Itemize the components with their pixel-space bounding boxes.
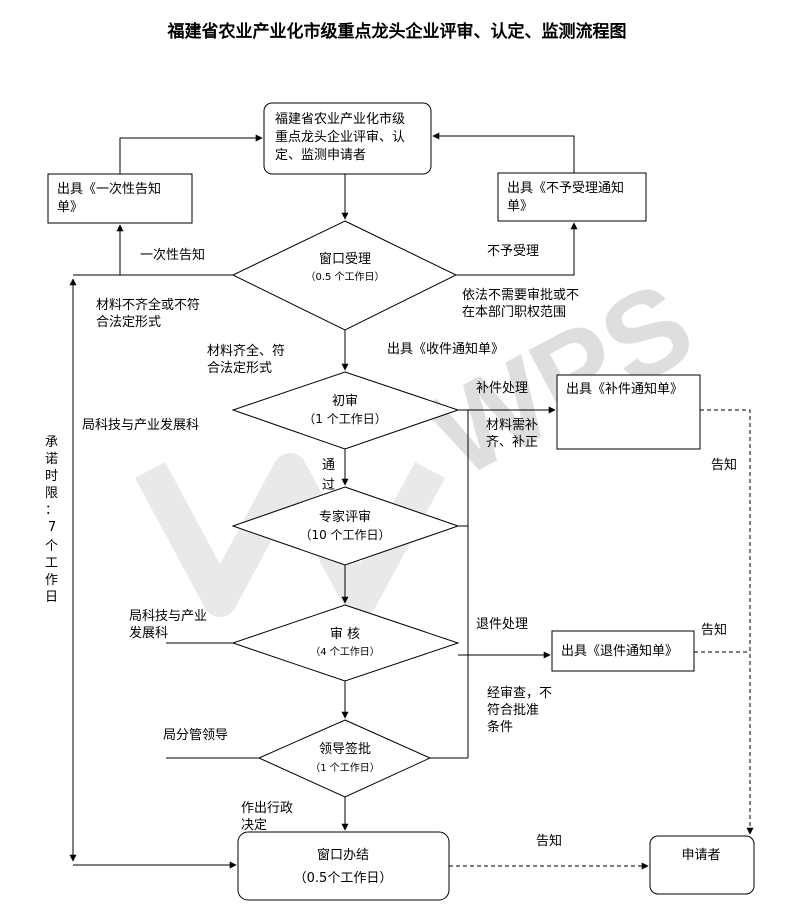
applicant-top-label: 福建省农业产业化市级 重点龙头企业评审、认 定、监测申请者	[275, 111, 409, 163]
audit-time: （4 个工作日）	[310, 646, 380, 658]
page-title: 福建省农业产业化市级重点龙头企业评审、认定、监测流程图	[167, 21, 627, 42]
return-notice-label: 出具《退件通知单》	[561, 643, 678, 659]
applicant-bottom-box	[649, 835, 755, 895]
label-make-decision: 作出行政 决定	[241, 801, 297, 833]
label-passed: 通 过	[322, 458, 339, 493]
notice-once-box	[47, 173, 193, 224]
arrow-accept-to-notice-reject	[456, 222, 578, 276]
label-dept-science-1: 局科技与产业发展科	[82, 417, 199, 433]
return-notice-box	[551, 630, 695, 672]
window-accept-label: 窗口受理	[319, 251, 371, 267]
label-inform-1: 告知	[711, 457, 737, 473]
label-promise-time: 承 诺 时 限 ： 7 个 工 作 日	[45, 435, 62, 605]
leader-sign-label: 领导签批	[319, 741, 371, 757]
expert-review-time: （10 个工作日）	[299, 528, 390, 542]
supplement-notice-label: 出具《补件通知单》	[566, 381, 683, 397]
first-review-label: 初审	[332, 394, 358, 409]
audit-label: 审 核	[330, 627, 360, 642]
label-materials-complete: 材料齐全、符 合法定形式	[207, 343, 289, 376]
label-not-required: 依法不需要审批或不 在本部门职权范围	[462, 288, 583, 320]
window-accept-time: （0.5 个工作日）	[305, 271, 384, 283]
label-return-process: 退件处理	[476, 617, 528, 632]
connectors	[69, 132, 754, 870]
label-need-supplement: 材料需补 齐、补正	[486, 418, 542, 450]
arrow-notice-once-to-applicant	[119, 134, 263, 174]
arrow-notice-reject-to-applicant	[432, 132, 575, 173]
label-not-meet: 经审查，不 符合批准 条件	[487, 686, 556, 735]
applicant-bottom-label: 申请者	[681, 848, 720, 863]
supplement-notice-box	[556, 374, 701, 450]
label-leader-in-charge: 局分管领导	[163, 728, 228, 743]
window-finish-label: 窗口办结	[317, 847, 369, 863]
label-supplement-process: 补件处理	[476, 381, 528, 396]
leader-sign-diamond	[257, 719, 432, 798]
leader-sign-time: （1 个工作日）	[310, 762, 380, 774]
expert-review-label: 专家评审	[319, 509, 371, 525]
label-materials-incomplete: 材料不齐全或不符 合法定形式	[96, 297, 204, 330]
notice-reject-box	[497, 172, 647, 222]
window-finish-time: （0.5个工作日）	[294, 871, 393, 886]
label-dept-science-2: 局科技与产业 发展科	[129, 609, 211, 641]
label-once-inform: 一次性告知	[140, 247, 205, 263]
label-not-accept: 不予受理	[487, 244, 539, 259]
label-inform-3: 告知	[536, 833, 562, 849]
label-receipt-notice: 出具《收件通知单》	[387, 341, 504, 357]
label-inform-2: 告知	[701, 622, 727, 638]
notice-once-label: 出具《一次性告知 单》	[57, 181, 165, 215]
audit-diamond	[231, 604, 460, 682]
applicant-top-box	[263, 102, 432, 175]
first-review-time: （1 个工作日）	[303, 412, 386, 426]
arrow-supplement-inform	[700, 409, 754, 835]
window-finish-box	[237, 831, 450, 901]
notice-reject-label: 出具《不予受理通知 单》	[507, 180, 628, 214]
